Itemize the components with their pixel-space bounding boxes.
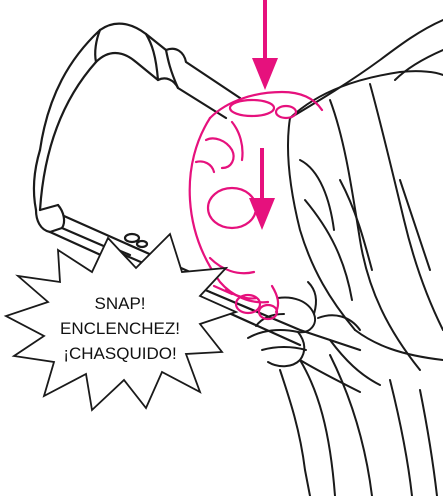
down-arrow-icon [252,0,278,90]
canopy [280,71,443,496]
snap-callout: SNAP! ENCLENCHEZ! ¡CHASQUIDO! [6,234,236,410]
callout-line-1: SNAP! [94,294,145,313]
callout-line-3: ¡CHASQUIDO! [63,344,176,363]
callout-line-2: ENCLENCHEZ! [60,319,180,338]
arms-and-hands [248,20,443,392]
